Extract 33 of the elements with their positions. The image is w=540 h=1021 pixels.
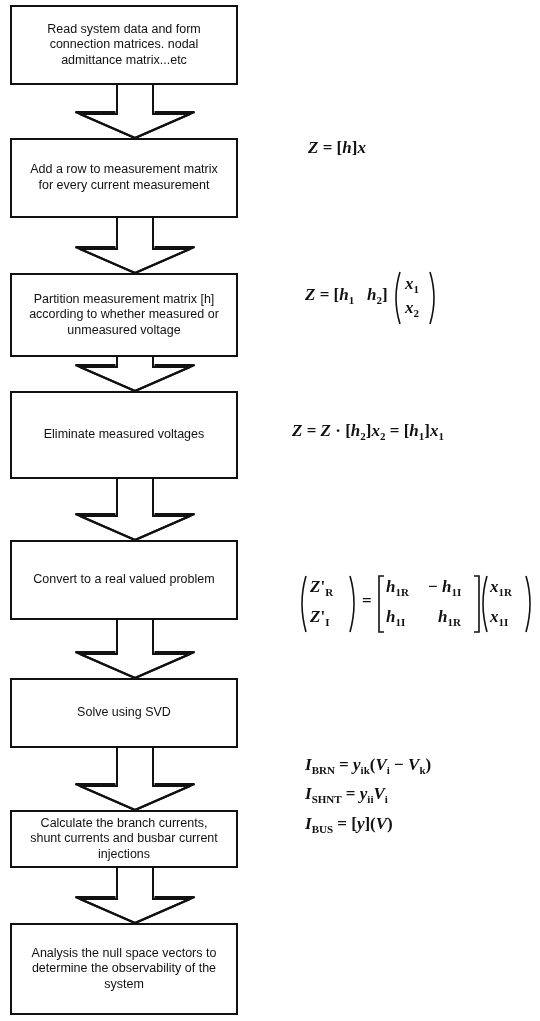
step-text: Convert to a real valued problem bbox=[33, 572, 215, 588]
equation-term: Z = [h$_{1}$ h$_{2}$] bbox=[305, 285, 388, 307]
equation-term: Z'$_{I}$ bbox=[310, 607, 330, 629]
process-box bbox=[10, 810, 238, 868]
equation-term: h$_{1R}$ bbox=[386, 577, 409, 599]
step-text: Analysis the null space vectors to determine the observability of the system bbox=[30, 945, 218, 993]
step-text: Add a row to measurement matrix for every current measurement bbox=[29, 162, 219, 194]
equation-term: x$_{1R}$ bbox=[490, 577, 512, 599]
equation-term: Z'$_{R}$ bbox=[310, 577, 334, 599]
equation-term: h$_{1R}$ bbox=[438, 607, 461, 629]
process-box bbox=[10, 923, 238, 1015]
equation-term: I$_{BRN}$ = y$_{ik}$(V$_{i}$ − V$_{k}$) bbox=[305, 755, 432, 777]
step-text: Eliminate measured voltages bbox=[43, 427, 205, 443]
equation-term: x$_{1I}$ bbox=[490, 607, 509, 629]
equation-term: = bbox=[362, 591, 372, 611]
process-box bbox=[10, 540, 238, 620]
process-box bbox=[10, 678, 238, 748]
process-box bbox=[10, 391, 238, 479]
equation-term: Z = Z · [h$_{2}$]x$_{2}$ = [h$_{1}$]x$_{1}$ bbox=[292, 421, 444, 443]
process-box bbox=[10, 273, 238, 357]
equation-term: x$_{1}$ bbox=[405, 274, 419, 296]
equation-term: − h$_{1I}$ bbox=[428, 577, 462, 599]
equation-term: Z = [h]x bbox=[308, 138, 366, 158]
equation-term: h$_{1I}$ bbox=[386, 607, 406, 629]
step-text: Solve using SVD bbox=[77, 705, 171, 721]
equation-term: I$_{SHNT}$ = y$_{ii}$V$_{i}$ bbox=[305, 784, 388, 806]
process-box bbox=[10, 138, 238, 218]
step-text: Read system data and form connection matrices. nodal admittance matrix...etc bbox=[46, 21, 202, 69]
process-box bbox=[10, 5, 238, 85]
step-text: Calculate the branch currents, shunt currents and busbar current injections bbox=[29, 815, 219, 863]
step-text: Partition measurement matrix [h] according to whether measured or unmeasured voltage bbox=[28, 291, 220, 339]
equation-term: x$_{2}$ bbox=[405, 298, 419, 320]
equation-term: I$_{BUS}$ = [y](V) bbox=[305, 814, 393, 836]
